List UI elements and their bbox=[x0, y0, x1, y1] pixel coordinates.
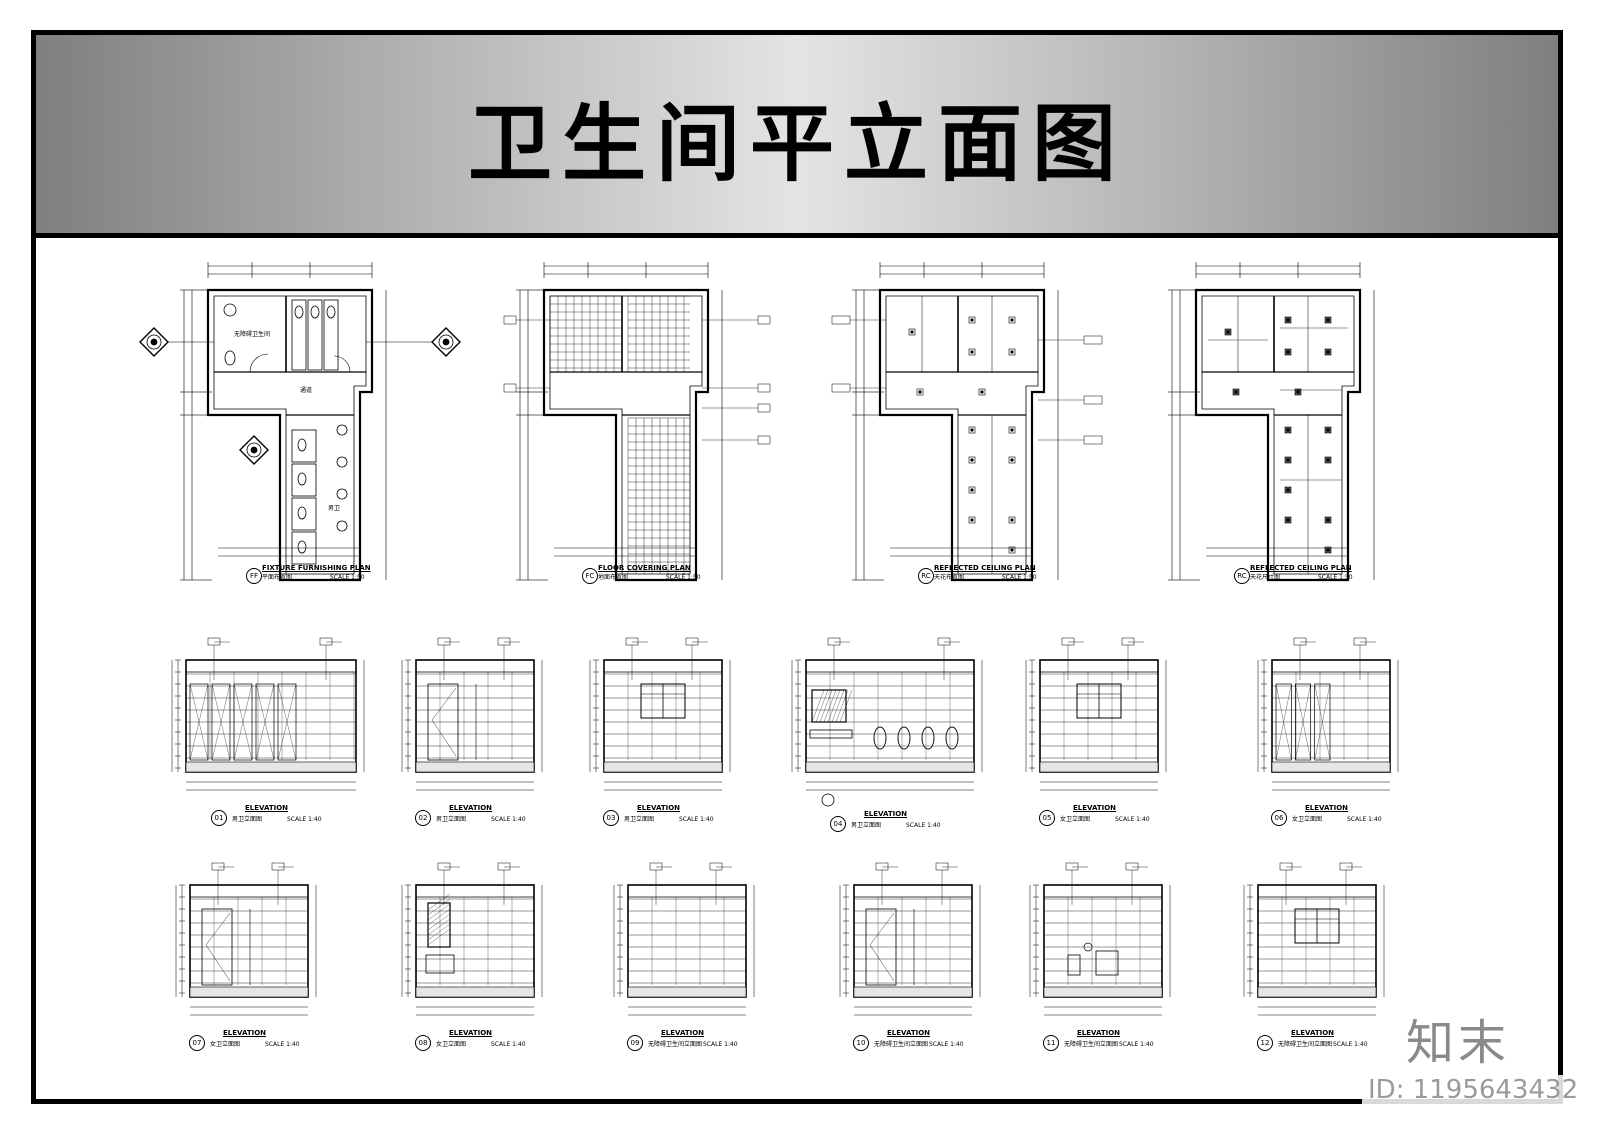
image-id: ID: 1195643432 bbox=[1362, 1075, 1585, 1105]
elevation-scale: SCALE 1:40 bbox=[1115, 816, 1150, 823]
plan-title-cn: 平面布置图 bbox=[262, 574, 293, 581]
elevation-scale: SCALE 1:40 bbox=[1119, 1041, 1154, 1048]
elevation-title-cn: 女卫立面图 bbox=[210, 1041, 241, 1048]
elevation-scale: SCALE 1:40 bbox=[287, 816, 322, 823]
elevation-number: 03 bbox=[603, 810, 619, 826]
elevation-scale: SCALE 1:40 bbox=[491, 816, 526, 823]
elevation-number: 04 bbox=[830, 816, 846, 832]
elevation-title-en: ELEVATION bbox=[449, 1029, 493, 1037]
elevation-caption: 04 ELEVATION 男卫立面图 SCALE 1:40 bbox=[830, 810, 941, 832]
plan-title-cn: 地面布置图 bbox=[598, 574, 629, 581]
plan-symbol: FC bbox=[582, 568, 598, 584]
elevation-caption: 03 ELEVATION 男卫立面图 SCALE 1:40 bbox=[603, 804, 714, 826]
title-band: 卫生间平立面图 bbox=[36, 35, 1558, 238]
elevation-title-cn: 无障碍卫生间立面图 bbox=[1064, 1041, 1119, 1048]
elevation-title-en: ELEVATION bbox=[637, 804, 681, 812]
elevation-scale: SCALE 1:40 bbox=[929, 1041, 964, 1048]
elevation-number: 06 bbox=[1271, 810, 1287, 826]
elevation-caption: 02 ELEVATION 男卫立面图 SCALE 1:40 bbox=[415, 804, 526, 826]
plan-symbol: RC bbox=[918, 568, 934, 584]
brand-mark: 知末 bbox=[1406, 1015, 1511, 1071]
elevation-title-en: ELEVATION bbox=[1291, 1029, 1335, 1037]
elevation-caption: 08 ELEVATION 女卫立面图 SCALE 1:40 bbox=[415, 1029, 526, 1051]
elevation-title-en: ELEVATION bbox=[1077, 1029, 1121, 1037]
elevation-title-en: ELEVATION bbox=[223, 1029, 267, 1037]
elevation-caption: 06 ELEVATION 女卫立面图 SCALE 1:40 bbox=[1271, 804, 1382, 826]
elevation-title-cn: 无障碍卫生间立面图 bbox=[874, 1041, 929, 1048]
elevation-title-cn: 女卫立面图 bbox=[436, 1041, 467, 1048]
elevation-title-cn: 男卫立面图 bbox=[436, 816, 467, 823]
plan-scale: SCALE 1:50 bbox=[1002, 574, 1037, 581]
plan-scale: SCALE 1:50 bbox=[666, 574, 701, 581]
elevation-scale: SCALE 1:40 bbox=[491, 1041, 526, 1048]
elevation-title-cn: 女卫立面图 bbox=[1060, 816, 1091, 823]
elevation-title-en: ELEVATION bbox=[661, 1029, 705, 1037]
elevation-caption: 05 ELEVATION 女卫立面图 SCALE 1:40 bbox=[1039, 804, 1150, 826]
elevation-number: 10 bbox=[853, 1035, 869, 1051]
plan-title-en: FIXTURE FURNISHING PLAN bbox=[262, 564, 371, 572]
plan-title-cn: 天花布置图 bbox=[934, 574, 965, 581]
elevation-number: 07 bbox=[189, 1035, 205, 1051]
elevation-number: 01 bbox=[211, 810, 227, 826]
plan-title-en: REFLECTED CEILING PLAN bbox=[934, 564, 1036, 572]
elevation-number: 08 bbox=[415, 1035, 431, 1051]
elevation-title-cn: 男卫立面图 bbox=[232, 816, 263, 823]
elevation-title-en: ELEVATION bbox=[245, 804, 289, 812]
elevation-scale: SCALE 1:40 bbox=[1333, 1041, 1368, 1048]
elevation-number: 02 bbox=[415, 810, 431, 826]
elevation-title-cn: 男卫立面图 bbox=[624, 816, 655, 823]
elevation-title-en: ELEVATION bbox=[864, 810, 908, 818]
plan-scale: SCALE 1:50 bbox=[1318, 574, 1353, 581]
elevation-caption: 07 ELEVATION 女卫立面图 SCALE 1:40 bbox=[189, 1029, 300, 1051]
elevation-number: 05 bbox=[1039, 810, 1055, 826]
plan-title-en: REFLECTED CEILING PLAN bbox=[1250, 564, 1352, 572]
elevation-title-en: ELEVATION bbox=[1073, 804, 1117, 812]
elevation-title-cn: 无障碍卫生间立面图 bbox=[1278, 1041, 1333, 1048]
elevation-title-cn: 无障碍卫生间立面图 bbox=[648, 1041, 703, 1048]
elevation-scale: SCALE 1:40 bbox=[679, 816, 714, 823]
elevation-number: 12 bbox=[1257, 1035, 1273, 1051]
elevation-title-cn: 女卫立面图 bbox=[1292, 816, 1323, 823]
page-title: 卫生间平立面图 bbox=[467, 93, 1126, 193]
elevation-caption: 01 ELEVATION 男卫立面图 SCALE 1:40 bbox=[211, 804, 322, 826]
elevation-title-en: ELEVATION bbox=[1305, 804, 1349, 812]
plan-title-en: FLOOR COVERING PLAN bbox=[598, 564, 691, 572]
elevation-title-cn: 男卫立面图 bbox=[851, 822, 882, 829]
plan-scale: SCALE 1:50 bbox=[330, 574, 365, 581]
elevation-scale: SCALE 1:40 bbox=[703, 1041, 738, 1048]
plan-symbol: FF bbox=[246, 568, 262, 584]
elevation-title-en: ELEVATION bbox=[449, 804, 493, 812]
elevation-title-en: ELEVATION bbox=[887, 1029, 931, 1037]
plan-title-cn: 天花尺寸图 bbox=[1250, 574, 1281, 581]
elevation-number: 11 bbox=[1043, 1035, 1059, 1051]
elevation-scale: SCALE 1:40 bbox=[906, 822, 941, 829]
plan-symbol: RC bbox=[1234, 568, 1250, 584]
elevation-scale: SCALE 1:40 bbox=[265, 1041, 300, 1048]
elevation-number: 09 bbox=[627, 1035, 643, 1051]
elevation-scale: SCALE 1:40 bbox=[1347, 816, 1382, 823]
